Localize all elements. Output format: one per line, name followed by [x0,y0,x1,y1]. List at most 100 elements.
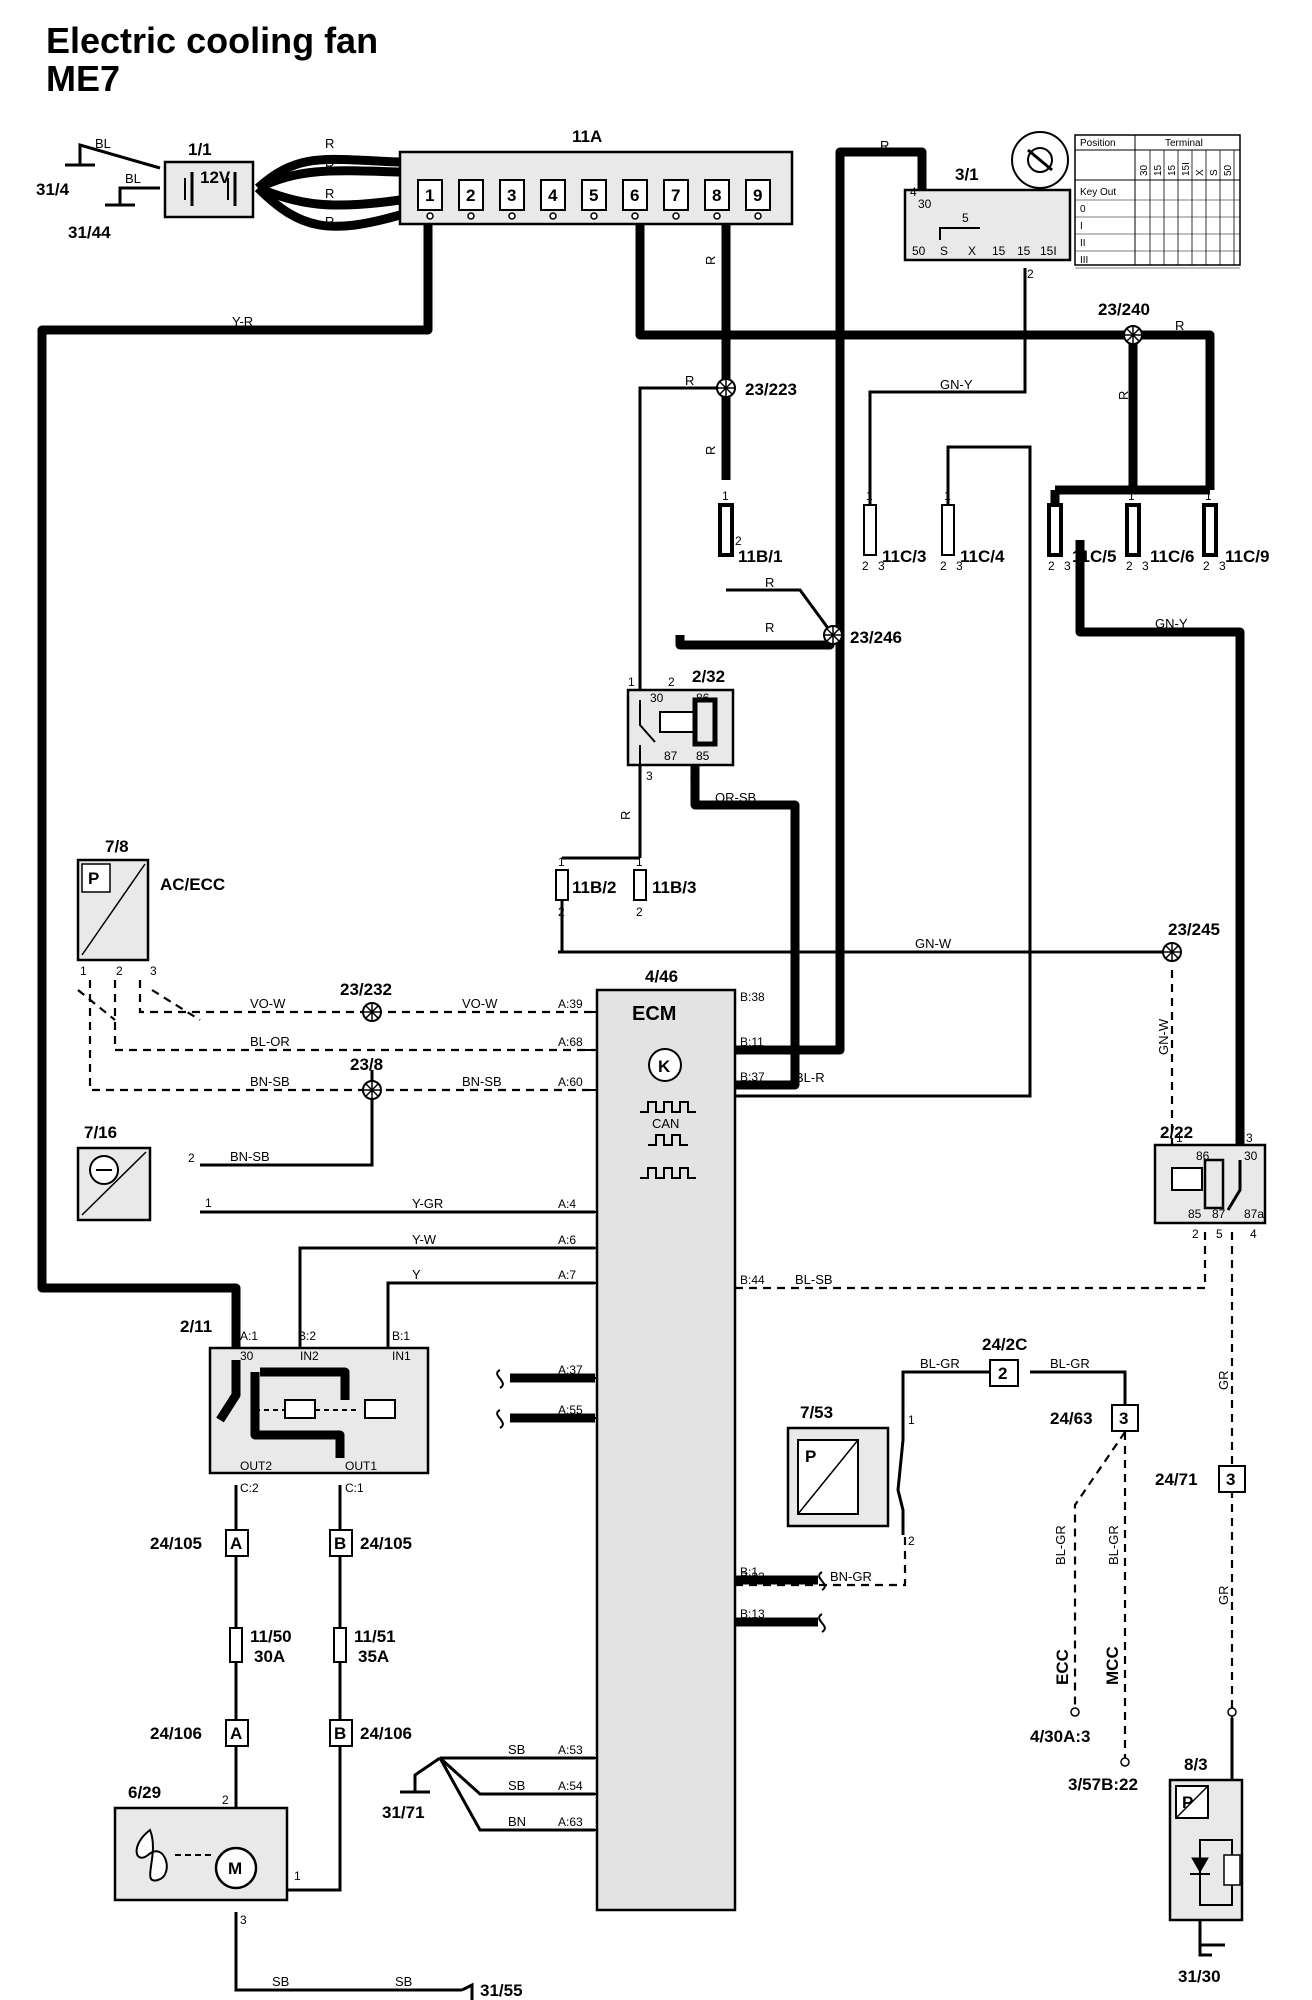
fan-control-pin-b2: B:2 [298,1329,316,1343]
fuse-position-1 [417,179,443,211]
fuse-11-51: 11/51 35A [333,1627,396,1666]
title-line-1: Electric cooling fan [46,20,379,61]
wire-or-sb [690,740,800,1090]
svg-text:M: M [228,1859,242,1878]
svg-text:A: A [230,1534,242,1553]
table-column-3: 15I [1181,162,1192,176]
svg-text:B: B [334,1724,346,1743]
wire-label-17: R [618,811,633,820]
wire-label-34: BL-GR [1050,1356,1090,1371]
pressure-sensor-pin2: 2 [908,1534,915,1548]
ac-ecc-switch-link [77,989,201,1021]
wire-label-11: R [1116,391,1131,400]
fuse-position-label: 6 [630,186,639,205]
wire-ground-3171 [413,1756,441,1792]
fuse-position-4 [540,179,566,211]
fuse-pin-3: 1 [944,489,951,503]
fan-motor-pin3: 3 [240,1913,247,1927]
ignition-terminal-2: X [968,244,976,258]
wire-label-21: VO-W [250,996,286,1011]
ref-ecc-target: 4/30A:3 [1030,1727,1090,1746]
relay-2-32-id: 2/32 [692,667,725,686]
fuse-pin-8: 3 [878,559,885,573]
fuse-pin-0: 1 [722,489,729,503]
ecm-pin-a7: A:7 [558,1268,576,1282]
pressure-switch-8-3: 8/3 P [1168,1755,1244,1922]
wire-label-3: R [325,158,334,173]
ecm-can: CAN [652,1116,679,1131]
fuse-pin-18: 1 [636,855,643,869]
fuse-label-f11C9: 11C/9 [1225,547,1269,566]
fuse-pin-12: 3 [1064,559,1071,573]
relay-2-22-id: 2/22 [1160,1123,1193,1142]
relay-2-32-pin1: 1 [628,675,635,689]
svg-text:85: 85 [1188,1207,1202,1221]
wire-label-36: BL-GR [1053,1525,1068,1565]
wire-label-20: GN-W [1156,1018,1171,1055]
ignition-contact [939,227,980,240]
ecm-pin-b32: B:32 [740,1570,765,1584]
battery-cable-4 [254,184,402,231]
battery-1-1: 12V 1/1 [163,140,255,219]
wire-label-7: Y-R [232,314,253,329]
svg-text:5: 5 [1216,1227,1223,1241]
fuse-position-label: 5 [589,186,598,205]
ecm-4-46: 4/46 ECM K CAN A:39A:68A:60A:4A:6A:7A:37… [558,967,765,1912]
fan-control-pin-c2: C:2 [240,1481,259,1495]
wire-label-15: GN-Y [940,377,973,392]
table-row-2: I [1080,221,1083,232]
fuse-f11C9 [1202,503,1218,557]
pressure-sensor-id: 7/53 [800,1403,833,1422]
svg-text:A: A [230,1724,242,1743]
wire-label-2: R [325,136,334,151]
fuse-position-6 [622,179,648,211]
ref-mcc-target: 3/57B:22 [1068,1775,1138,1794]
motor-icon [214,1846,258,1890]
wire-y-w [298,1246,595,1348]
fuse-position-label: 4 [548,186,558,205]
wire-bl-ground-3144 [118,186,160,205]
wire-7-16-pin2 [200,1070,374,1167]
wire-label-14: R [765,620,774,635]
table-column-1: 15 [1153,164,1164,176]
wire-y [386,1281,595,1348]
splice-label-s23232: 23/232 [340,980,392,999]
fuse-label-f11B1: 11B/1 [738,547,782,566]
fuse-pin-15: 2 [1203,559,1210,573]
bundle-break-right [818,1571,826,1633]
wire-11c4-feed [735,445,1032,1098]
relay-2-32-pin2: 2 [668,675,675,689]
table-column-6: 50 [1223,164,1234,176]
ac-ecc-pin2: 2 [116,964,123,978]
pressure-switch-id: 8/3 [1184,1755,1208,1774]
ecm-pin-b44: B:44 [740,1273,765,1287]
wire-motor-ground [234,1912,462,1992]
ecm-id: 4/46 [645,967,678,986]
ecm-can-icon [648,1134,688,1146]
connector-24-71: 3 24/71 [1155,1465,1246,1493]
ground-31-4: 31/4 [36,180,70,199]
ac-ecc-pin3: 3 [150,964,157,978]
table-column-2: 15 [1167,164,1178,176]
fuse-pin-20: 2 [636,905,643,919]
svg-text:3: 3 [1226,1470,1235,1489]
ground-31-55: 31/55 [480,1981,523,2000]
connector-24-106-b-id: 24/106 [360,1724,412,1743]
relay-2-32-pin4: 4 [690,769,697,783]
ref-ecc: ECC [1053,1649,1072,1685]
fan-control-t30: 30 [240,1349,254,1363]
fuse-pin-11: 2 [1048,559,1055,573]
wire-label-32: BL-SB [795,1272,833,1287]
pressure-sensor-7-53: 7/53 P 1 2 [786,1403,915,1548]
svg-text:1: 1 [1176,1131,1183,1145]
ecm-pin-a37: A:37 [558,1363,583,1377]
ignition-terminal-3: 15 [992,244,1006,258]
relay-2-22: 2/22 86 30 85 87 87a 1 3 2 5 4 [1153,1123,1267,1241]
ignition-pin-top: 4 [910,185,917,199]
fan-motor-pin1: 1 [294,1869,301,1883]
svg-text:11/50: 11/50 [250,1627,292,1646]
ecm-label: ECM [632,1003,676,1025]
svg-text:87: 87 [1212,1207,1226,1221]
wire-label-28: BN-SB [230,1149,270,1164]
